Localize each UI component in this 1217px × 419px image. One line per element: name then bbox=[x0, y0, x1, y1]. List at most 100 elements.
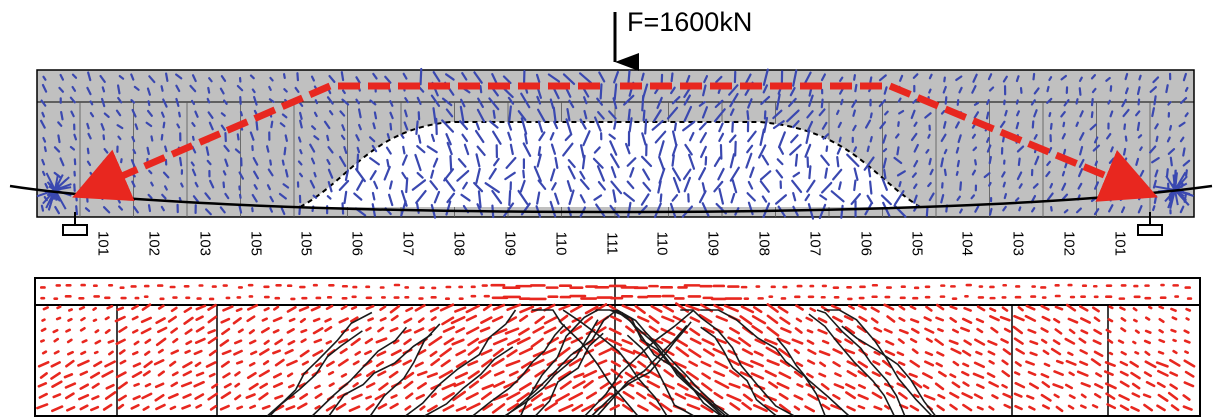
stress-vector bbox=[870, 306, 880, 313]
stress-vector bbox=[402, 145, 406, 155]
stress-vector bbox=[207, 329, 216, 335]
stress-vector bbox=[882, 157, 887, 169]
stress-vector bbox=[105, 383, 115, 390]
stress-vector bbox=[929, 168, 934, 176]
stress-vector bbox=[882, 134, 887, 144]
stress-vector bbox=[234, 394, 242, 401]
stress-vector bbox=[1030, 99, 1036, 106]
stress-vector bbox=[246, 315, 256, 323]
stress-vector bbox=[1143, 403, 1154, 412]
stress-vector bbox=[479, 326, 491, 333]
stress-vector bbox=[356, 153, 360, 172]
stress-vector bbox=[896, 370, 906, 379]
stress-vector bbox=[517, 110, 527, 122]
stress-vector bbox=[806, 110, 814, 119]
stress-vector bbox=[183, 306, 193, 313]
stress-vector bbox=[1091, 87, 1097, 94]
stress-vector bbox=[1109, 171, 1113, 177]
stress-vector bbox=[446, 141, 453, 156]
stress-vector bbox=[99, 74, 106, 83]
stress-vector bbox=[372, 72, 378, 80]
stress-vector bbox=[766, 359, 780, 367]
stress-vector bbox=[623, 94, 635, 106]
stress-vector bbox=[115, 338, 126, 346]
stress-vector bbox=[1012, 325, 1024, 335]
stress-vector bbox=[1119, 404, 1130, 411]
stress-vector bbox=[91, 395, 100, 401]
stress-vector bbox=[629, 167, 635, 178]
stress-vector bbox=[252, 157, 259, 166]
stress-vector bbox=[1182, 394, 1191, 401]
stress-vector bbox=[40, 339, 45, 343]
stress-vector bbox=[863, 156, 875, 171]
stress-vector bbox=[507, 131, 512, 141]
stress-vector bbox=[836, 109, 840, 116]
stress-vector bbox=[367, 317, 374, 322]
stress-vector bbox=[1016, 110, 1020, 117]
stress-vector bbox=[1076, 370, 1089, 377]
stress-vector bbox=[702, 326, 715, 334]
stress-vector bbox=[466, 402, 481, 411]
stress-vector bbox=[909, 359, 921, 368]
section-label: 110 bbox=[552, 231, 570, 256]
stress-vector bbox=[118, 349, 126, 355]
stress-vector bbox=[79, 383, 90, 390]
stress-vector bbox=[790, 134, 799, 144]
stress-vector bbox=[54, 205, 61, 215]
stress-vector bbox=[481, 383, 494, 391]
stress-vector bbox=[579, 144, 585, 159]
stress-vector bbox=[752, 306, 763, 314]
stress-vector bbox=[364, 337, 374, 345]
stress-vector bbox=[846, 405, 856, 412]
stress-vector bbox=[870, 317, 879, 324]
stress-vector bbox=[328, 382, 335, 387]
stress-vector bbox=[286, 328, 295, 334]
stress-vector bbox=[299, 148, 303, 155]
stress-vector bbox=[543, 316, 558, 325]
stress-vector bbox=[989, 315, 1000, 322]
stress-vector bbox=[297, 160, 303, 166]
stress-vector bbox=[522, 169, 526, 179]
stress-vector bbox=[626, 157, 637, 167]
stress-vector bbox=[1016, 145, 1025, 153]
stress-vector bbox=[727, 336, 741, 345]
stress-vector bbox=[609, 315, 622, 323]
stress-vector bbox=[534, 315, 545, 325]
stress-vector bbox=[1129, 360, 1139, 368]
stress-vector bbox=[909, 318, 920, 324]
stress-vector bbox=[703, 75, 709, 84]
stress-vector bbox=[493, 157, 500, 167]
stress-vector bbox=[148, 75, 156, 84]
stress-vector bbox=[164, 185, 168, 191]
stress-vector bbox=[807, 393, 819, 401]
stress-vector bbox=[653, 109, 662, 122]
stress-vector bbox=[403, 109, 408, 118]
stress-vector bbox=[1075, 121, 1079, 128]
stress-vector bbox=[248, 361, 256, 367]
stress-vector bbox=[818, 350, 831, 357]
stress-vector bbox=[162, 171, 170, 179]
stress-vector bbox=[42, 136, 47, 143]
stress-vector bbox=[86, 86, 92, 96]
stress-vector bbox=[1094, 392, 1102, 399]
stress-vector bbox=[183, 316, 194, 325]
stress-vector bbox=[117, 403, 125, 410]
stress-vector bbox=[190, 161, 195, 167]
stress-vector bbox=[477, 190, 482, 209]
stress-vector bbox=[949, 316, 958, 323]
stress-vector bbox=[273, 305, 280, 311]
stress-vector bbox=[235, 360, 244, 365]
stress-vector bbox=[670, 86, 676, 95]
stress-vector bbox=[1078, 76, 1083, 82]
stress-vector bbox=[717, 167, 725, 181]
stress-vector bbox=[284, 134, 288, 142]
stress-vector bbox=[385, 146, 392, 155]
stress-vector bbox=[988, 405, 995, 411]
stress-vector bbox=[844, 326, 856, 335]
stress-vector bbox=[170, 306, 178, 313]
stress-vector bbox=[78, 306, 86, 311]
stress-vector bbox=[896, 382, 907, 389]
stress-vector bbox=[508, 189, 512, 207]
stress-vector bbox=[654, 130, 667, 144]
